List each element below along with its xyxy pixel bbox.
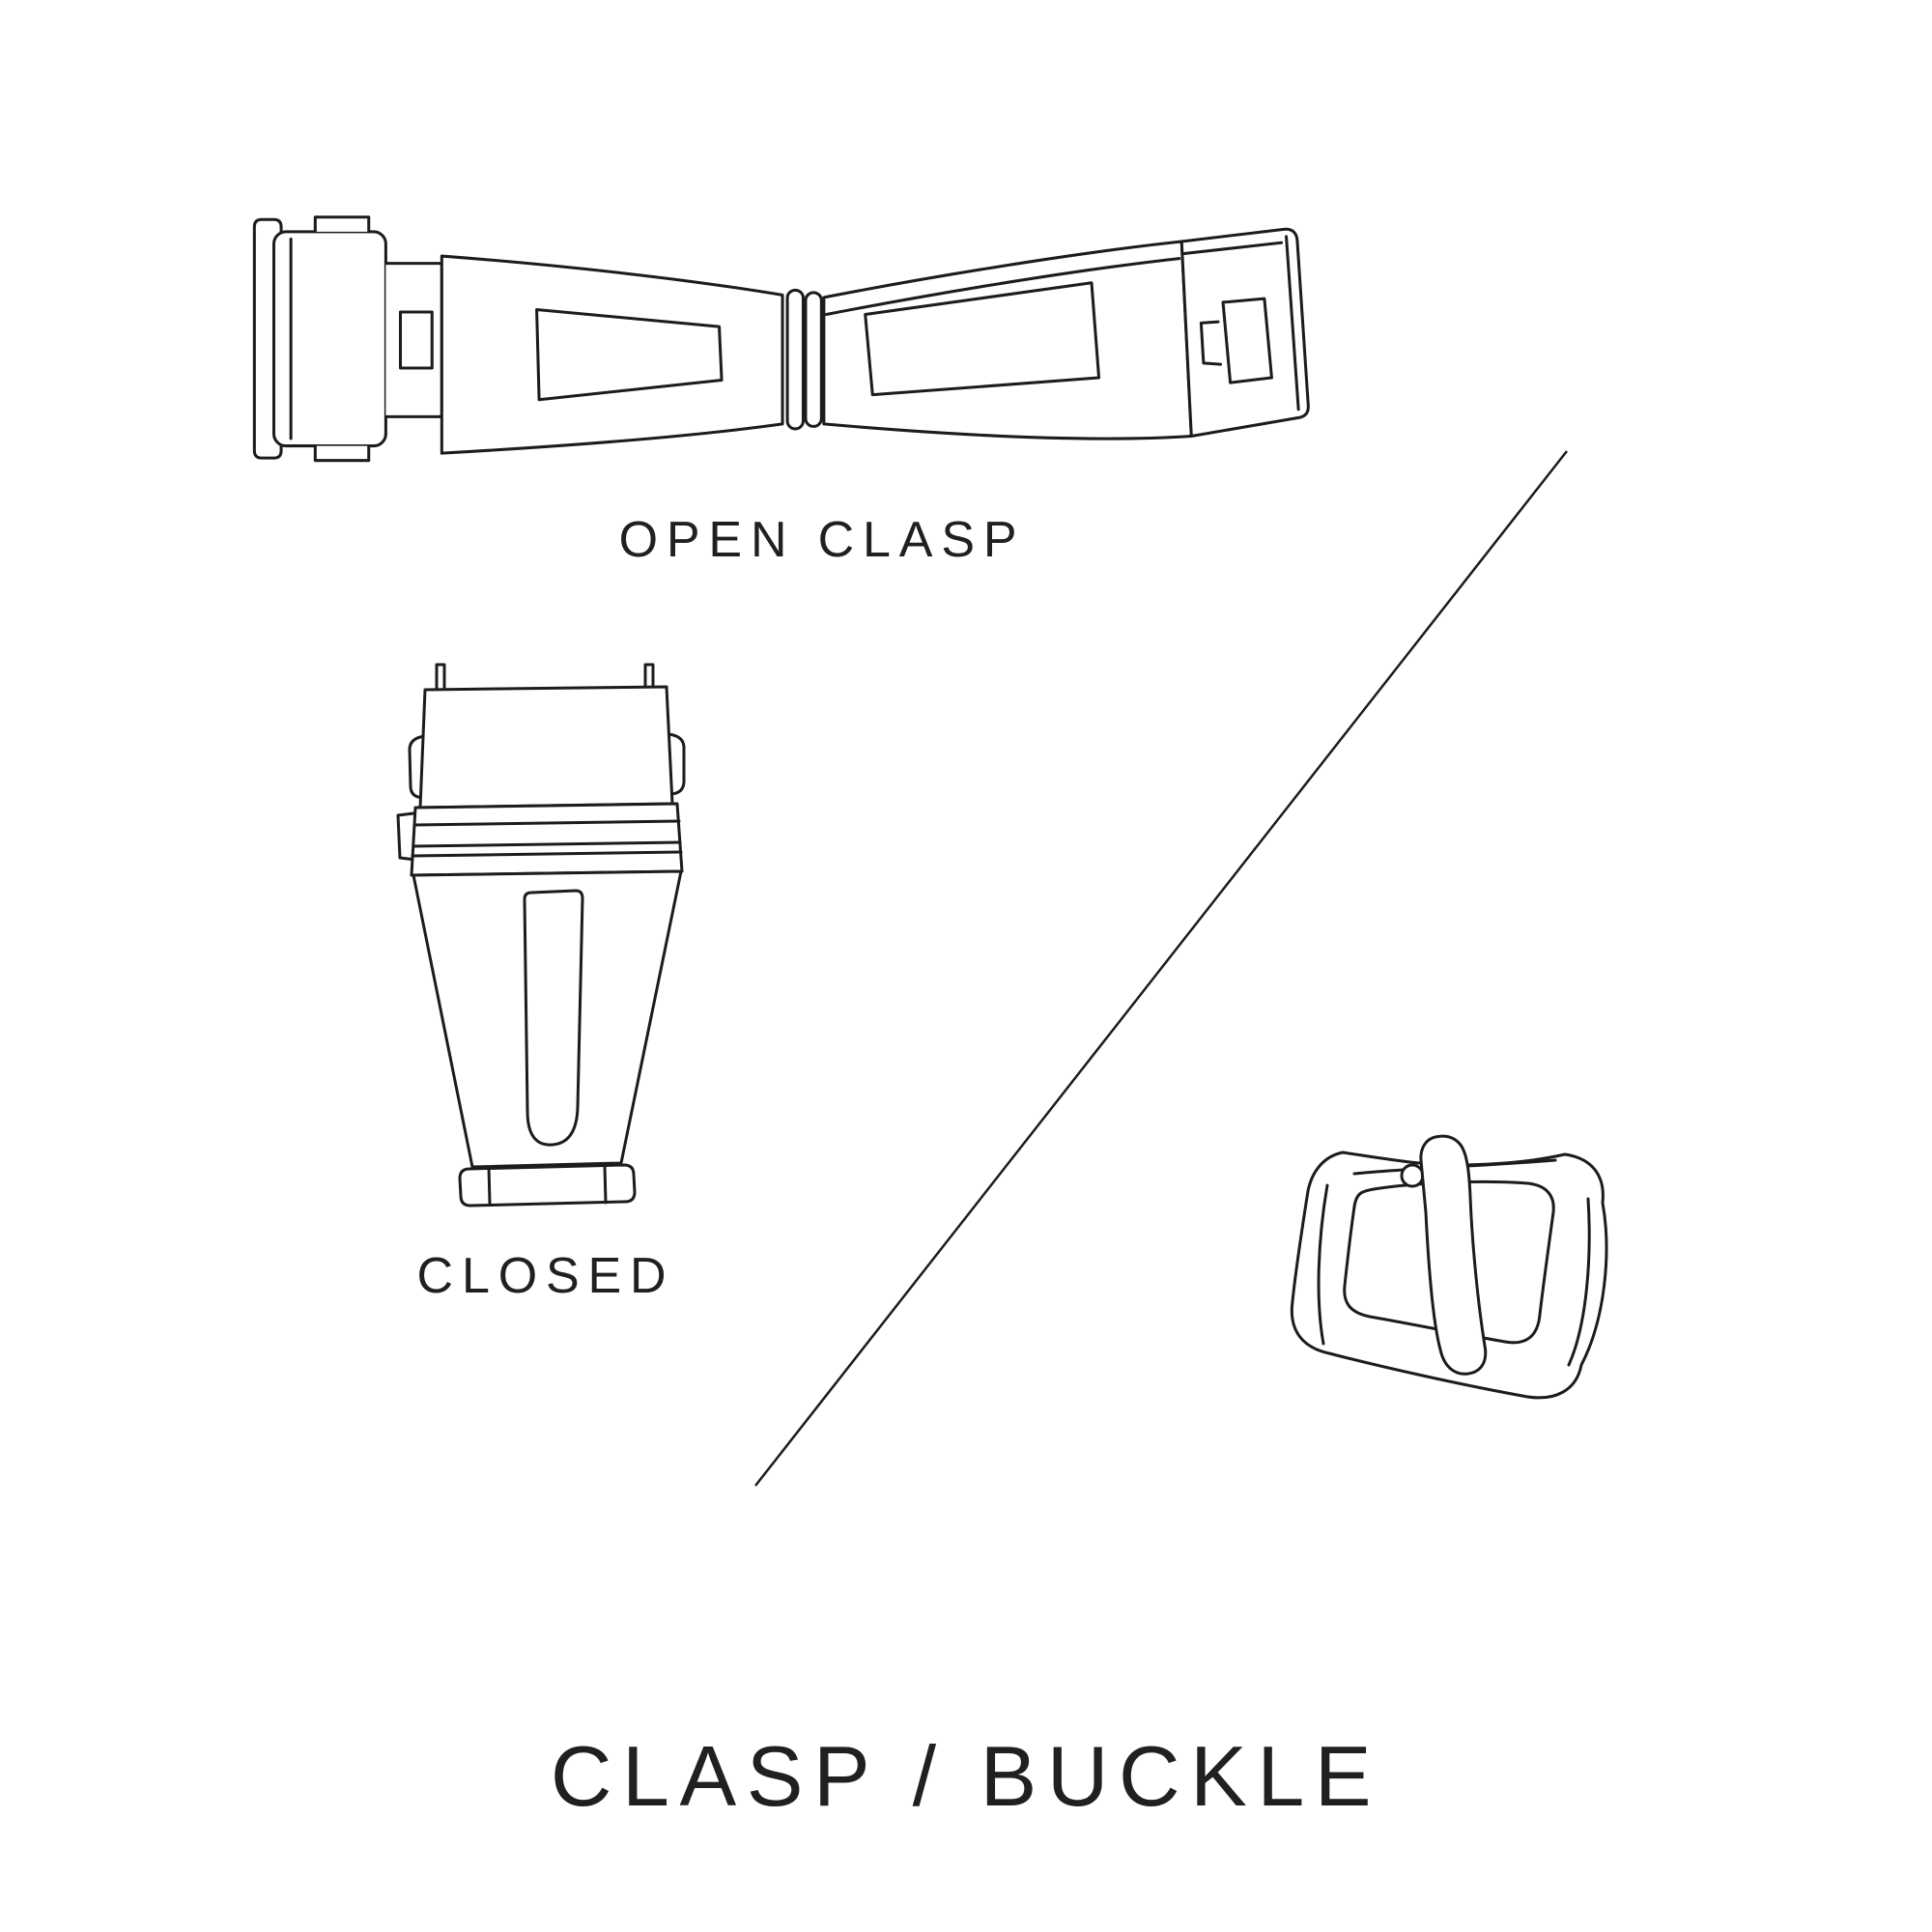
open-clasp-illustration: [252, 215, 1310, 463]
buckle-illustration: [1290, 1134, 1608, 1400]
closed-clasp-illustration: [396, 663, 686, 1208]
page-title: CLASP / BUCKLE: [550, 1728, 1382, 1824]
open-clasp-label: OPEN CLASP: [618, 512, 1026, 568]
closed-clasp-label: CLOSED: [416, 1248, 675, 1304]
divider-line: [754, 450, 1568, 1487]
